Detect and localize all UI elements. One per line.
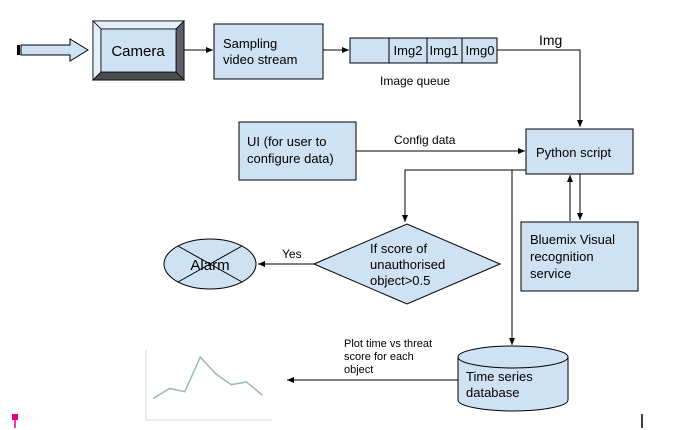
alarm-node: Alarm xyxy=(163,238,257,290)
thumbnail-point-4 xyxy=(214,372,217,375)
queue-to-python-arrow xyxy=(497,49,583,127)
decision-label-line2: unauthorised xyxy=(370,257,445,272)
thumbnail-point-5 xyxy=(230,383,232,386)
database-node: Time series database xyxy=(457,345,569,412)
sampling-node: Sampling video stream xyxy=(213,23,324,80)
bluemix-label-line2: recognition xyxy=(530,249,594,264)
decision-node: If score of unauthorised object>0.5 xyxy=(312,223,502,305)
database-label-line1: Time series xyxy=(466,369,533,384)
ui-label-line2: configure data) xyxy=(247,151,334,166)
queue-cell-img0: Img0 xyxy=(466,43,495,58)
decision-label-line1: If score of xyxy=(370,241,427,256)
yes-label: Yes xyxy=(282,247,302,261)
python-to-decision-arrow xyxy=(402,169,526,222)
bluemix-label-line3: service xyxy=(530,266,571,281)
image-queue-label: Image queue xyxy=(380,74,450,88)
alarm-label: Alarm xyxy=(190,257,229,274)
queue-cell-img2: Img2 xyxy=(394,43,423,58)
queue-cell-img1: Img1 xyxy=(430,43,459,58)
plot-label-line2: score for each xyxy=(344,351,414,363)
image-queue: Img2 Img1 Img0 xyxy=(349,37,498,64)
sampling-label-line2: video stream xyxy=(223,52,297,67)
config-data-label: Config data xyxy=(394,133,456,147)
bluemix-label-line1: Bluemix Visual xyxy=(530,232,615,247)
thumbnail-line-chart xyxy=(145,350,272,421)
sampling-label-line1: Sampling xyxy=(223,36,277,51)
python-script-node: Python script xyxy=(525,128,634,175)
ui-label-line1: UI (for user to xyxy=(247,134,326,149)
bluemix-node: Bluemix Visual recognition service xyxy=(520,221,639,292)
camera-node: Camera xyxy=(92,20,185,81)
input-arrow-icon xyxy=(17,38,89,62)
database-label-line2: database xyxy=(466,385,520,400)
plot-label-line3: object xyxy=(344,364,373,376)
ui-node: UI (for user to configure data) xyxy=(238,121,357,181)
pin-marker-icon xyxy=(12,414,18,428)
camera-label: Camera xyxy=(111,43,165,60)
thumbnail-point-1 xyxy=(168,387,171,390)
thumbnail-point-2 xyxy=(184,390,186,393)
thumbnail-point-3 xyxy=(199,356,202,358)
thumbnail-series-line xyxy=(153,355,263,399)
plot-label-line1: Plot time vs threat xyxy=(344,338,432,350)
thumbnail-point-0 xyxy=(153,397,155,399)
decision-label-line3: object>0.5 xyxy=(370,273,430,288)
thumbnail-point-7 xyxy=(261,394,263,396)
img-label: Img xyxy=(539,32,562,48)
python-script-label: Python script xyxy=(536,145,612,160)
thumbnail-point-6 xyxy=(245,381,248,383)
